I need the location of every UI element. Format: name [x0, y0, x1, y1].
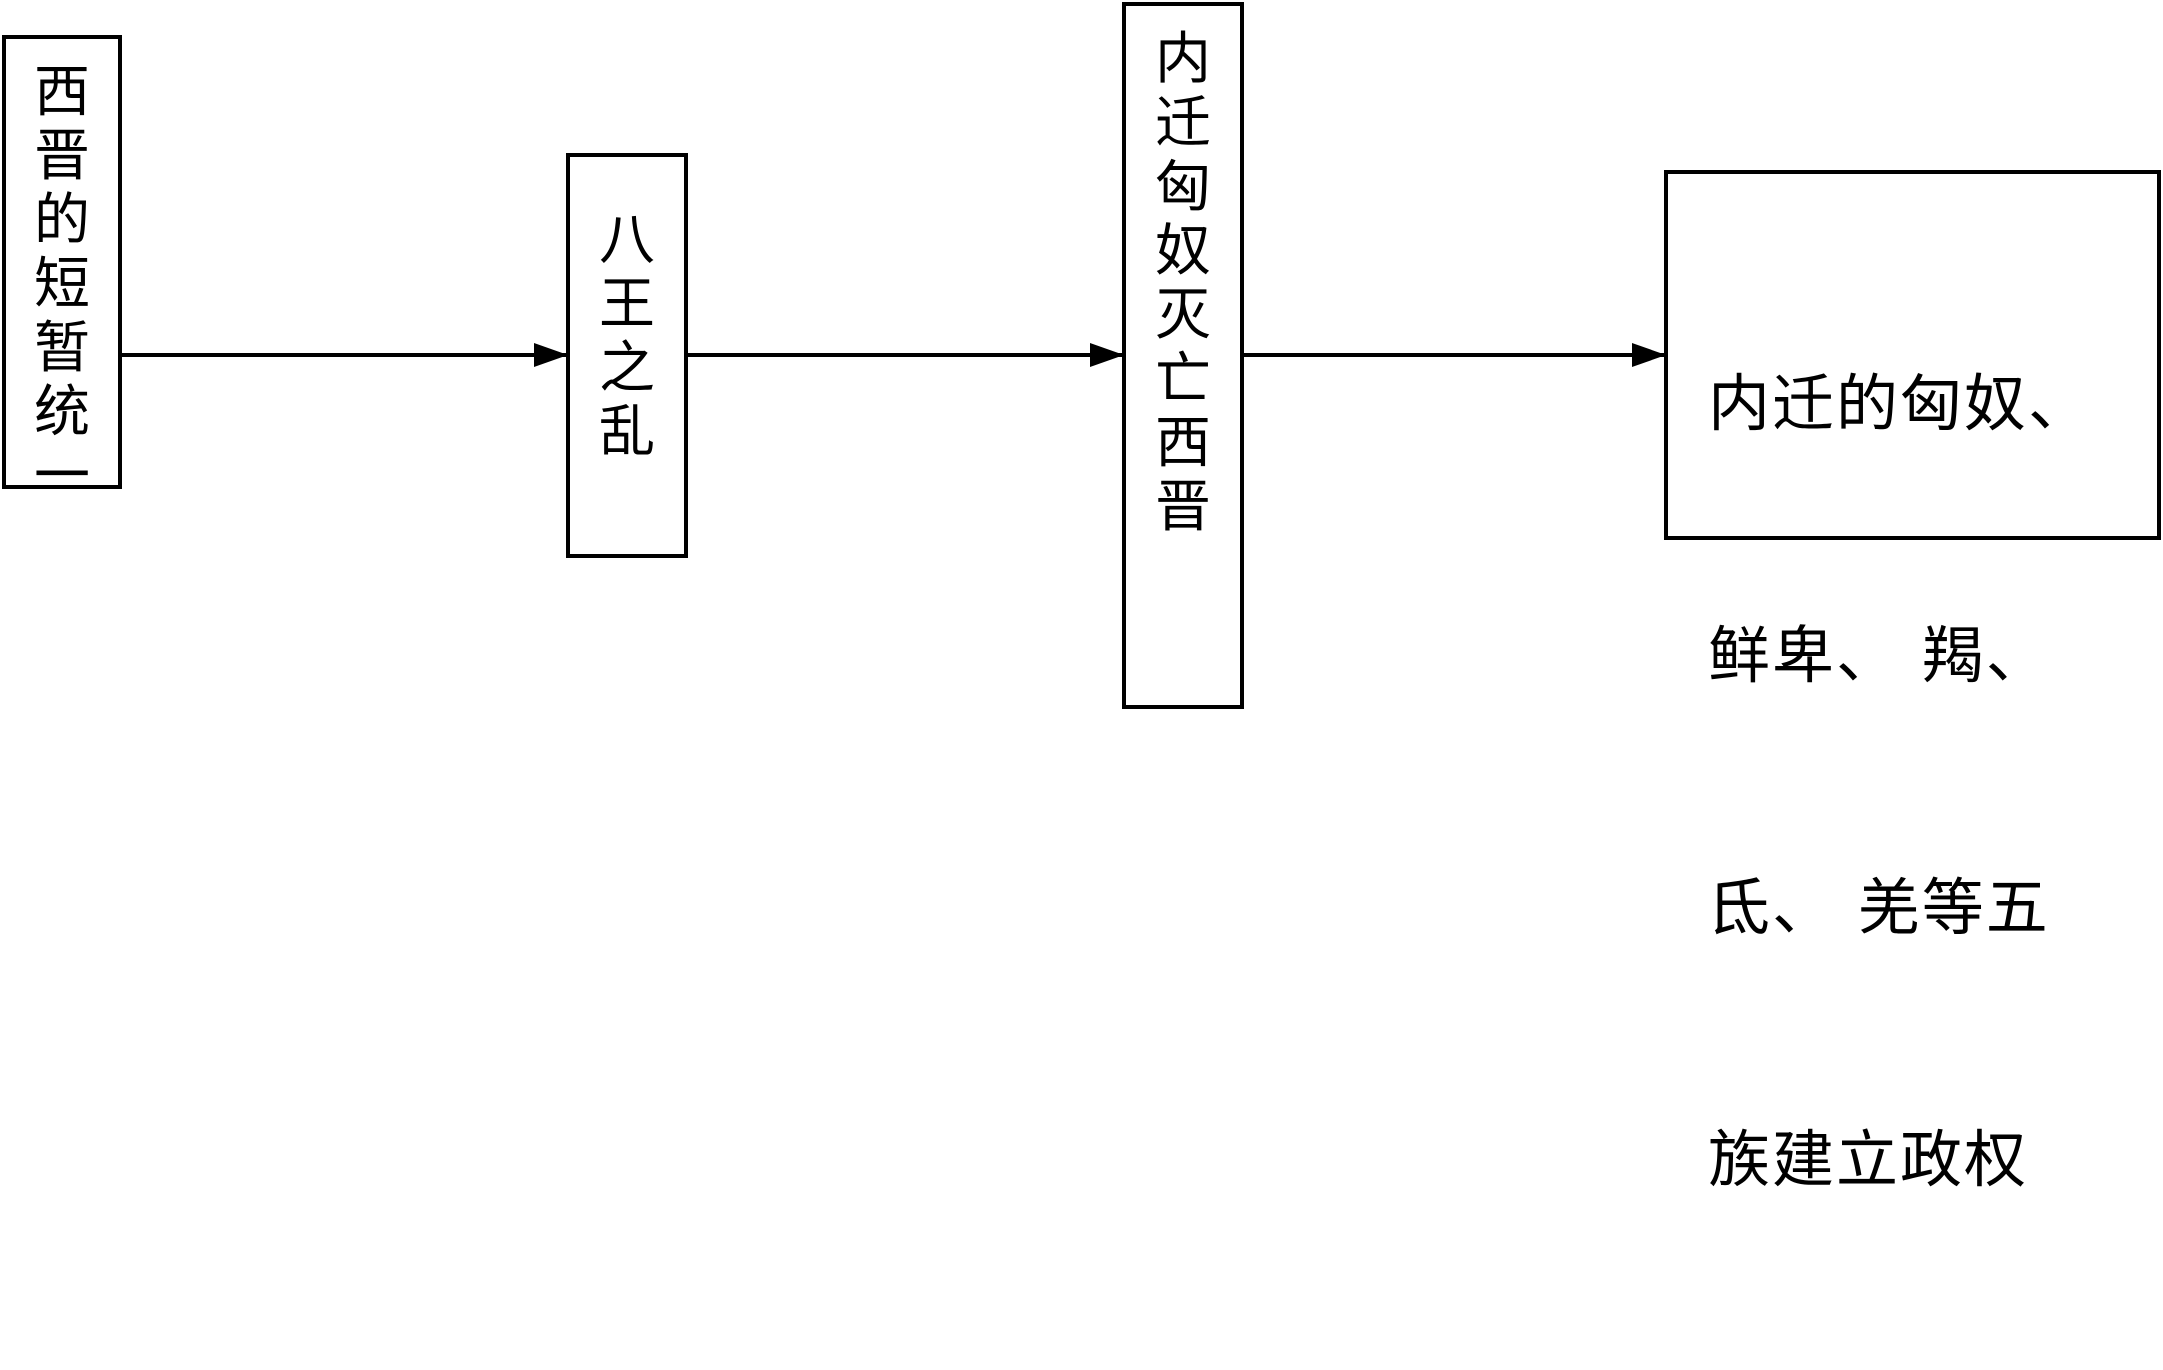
- node-label: 西晋的短暂统一: [6, 61, 118, 509]
- arrow-n1-to-n2: [122, 343, 568, 367]
- node-label-char: 之: [599, 336, 655, 401]
- arrowhead-icon: [534, 343, 568, 367]
- node-label-char: 八: [599, 208, 655, 273]
- node-label-char: 奴: [1155, 219, 1211, 284]
- node-label-line: 氐、 羌等五: [1708, 871, 2050, 944]
- node-label-char: 王: [599, 272, 655, 337]
- node-label-char: 暂: [34, 316, 90, 381]
- node-label: 内迁匈奴灭亡西晋: [1126, 28, 1240, 540]
- node-label-char: 晋: [34, 124, 90, 189]
- node-label-line: 族建立政权: [1708, 1123, 2029, 1196]
- node-five-tribes-establish-regimes: 内迁的匈奴、 鲜卑、 羯、 氐、 羌等五 族建立政权: [1664, 170, 2161, 1196]
- node-western-jin-unification: 西晋的短暂统一: [2, 35, 122, 509]
- node-label-char: 匈: [1155, 155, 1211, 220]
- node-label-char: 西: [1155, 411, 1211, 476]
- arrow-n3-to-n4: [1244, 343, 1666, 367]
- node-label-char: 晋: [1155, 475, 1211, 540]
- node-label-char: 乱: [599, 400, 655, 465]
- node-label-char: 迁: [1155, 91, 1211, 156]
- node-label-char: 短: [34, 252, 90, 317]
- node-label-char: 统: [34, 380, 90, 445]
- node-xiongnu-destroy-western-jin: 内迁匈奴灭亡西晋: [1122, 2, 1244, 709]
- node-label-line: 内迁的匈奴、: [1708, 367, 2093, 440]
- node-label-char: 的: [34, 188, 90, 253]
- node-label-char: 灭: [1155, 283, 1211, 348]
- node-label-char: 内: [1155, 27, 1211, 92]
- arrowhead-icon: [1632, 343, 1666, 367]
- arrowhead-icon: [1090, 343, 1124, 367]
- node-label-char: 西: [34, 60, 90, 125]
- node-war-of-eight-princes: 八王之乱: [566, 153, 688, 558]
- node-label-char: 亡: [1155, 347, 1211, 412]
- arrow-n2-to-n3: [688, 343, 1124, 367]
- node-label: 内迁的匈奴、 鲜卑、 羯、 氐、 羌等五 族建立政权: [1708, 194, 2092, 1370]
- node-label-char: 一: [34, 444, 90, 509]
- node-label: 八王之乱: [570, 209, 684, 465]
- node-label-line: 鲜卑、 羯、: [1708, 619, 2050, 692]
